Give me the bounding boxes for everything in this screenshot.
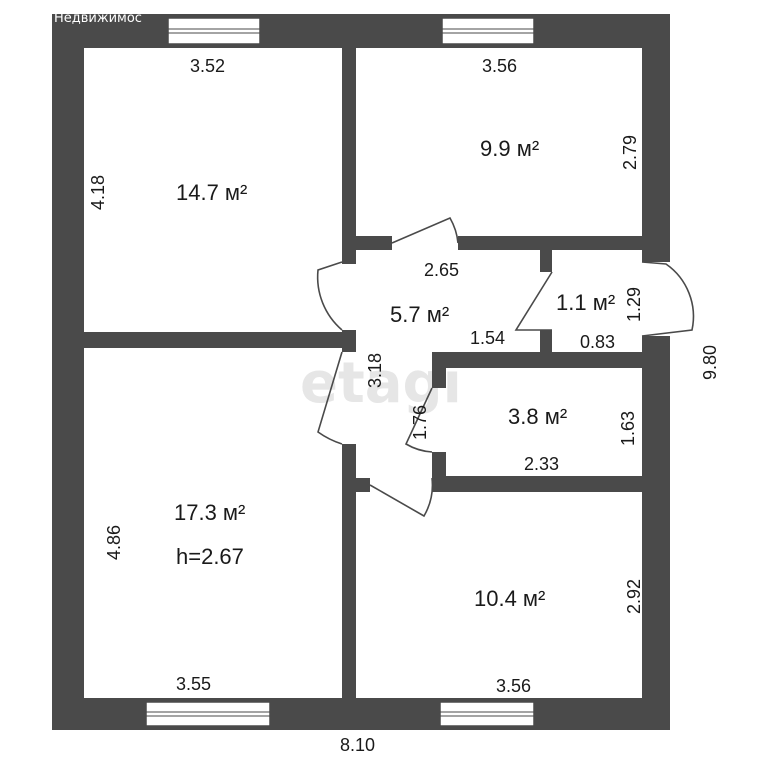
overall-length-label: 9.80 bbox=[700, 345, 720, 380]
depth-label: 4.86 bbox=[104, 525, 124, 560]
depth-label: 2.79 bbox=[620, 135, 640, 170]
area-label: 10.4 м² bbox=[474, 586, 545, 611]
dim-b-label: 1.54 bbox=[470, 328, 505, 348]
door-swings bbox=[316, 216, 695, 518]
width-label: 2.33 bbox=[524, 454, 559, 474]
room-bathroom: 1.1 м² 0.83 1.29 bbox=[556, 287, 644, 352]
dim-c-label: 3.18 bbox=[365, 353, 385, 388]
depth-label: 1.63 bbox=[618, 411, 638, 446]
dim-a-label: 2.65 bbox=[424, 260, 459, 280]
room-storage: 3.8 м² 2.33 1.63 bbox=[508, 404, 638, 474]
wall-left bbox=[52, 14, 84, 730]
window-bottom-left bbox=[145, 701, 271, 727]
depth-label: 1.29 bbox=[624, 287, 644, 322]
area-label: 14.7 м² bbox=[176, 180, 247, 205]
wall-mid-stub bbox=[342, 330, 356, 352]
width-label: 3.56 bbox=[496, 676, 531, 696]
depth-label: 2.92 bbox=[624, 579, 644, 614]
door-bottom-right-room bbox=[369, 477, 434, 518]
door-bathroom-left bbox=[514, 271, 553, 331]
room-bedroom-top-right: 9.9 м² 3.56 2.79 bbox=[480, 56, 640, 170]
wall-top bbox=[52, 14, 670, 48]
wall-left-divider bbox=[84, 332, 342, 348]
window-top-right bbox=[441, 17, 535, 45]
width-label: 3.52 bbox=[190, 56, 225, 76]
area-label: 17.3 м² bbox=[174, 500, 245, 525]
window-top-left bbox=[167, 17, 261, 45]
door-living-room bbox=[317, 351, 343, 445]
wall-right-upper bbox=[642, 14, 670, 262]
wall-bottom bbox=[52, 698, 670, 730]
dim-d-label: 1.76 bbox=[410, 405, 430, 440]
wall-mid-upper bbox=[342, 48, 356, 264]
area-label: 3.8 м² bbox=[508, 404, 567, 429]
wall-hall-top-left bbox=[356, 236, 392, 250]
area-label: 9.9 м² bbox=[480, 136, 539, 161]
interior-walls bbox=[84, 48, 642, 698]
wall-storage-bottom bbox=[432, 476, 642, 492]
wall-bath-left-lower bbox=[540, 330, 552, 352]
overall-width-label: 8.10 bbox=[340, 735, 375, 755]
wall-mid-lower bbox=[342, 444, 356, 698]
width-label: 0.83 bbox=[580, 332, 615, 352]
outer-walls bbox=[52, 14, 670, 730]
window-bottom-right bbox=[439, 701, 535, 727]
door-top-left-room bbox=[316, 261, 343, 331]
room-bedroom-bottom-right: 10.4 м² 3.56 2.92 bbox=[474, 579, 644, 696]
wall-storage-top bbox=[432, 352, 642, 368]
door-bathroom-right bbox=[641, 261, 695, 337]
wall-bottom-right-stub bbox=[356, 478, 370, 492]
area-label: 5.7 м² bbox=[390, 302, 449, 327]
door-storage bbox=[404, 387, 433, 453]
room-hallway: 5.7 м² 2.65 1.54 3.18 1.76 bbox=[365, 260, 505, 440]
width-label: 3.56 bbox=[482, 56, 517, 76]
area-label: 1.1 м² bbox=[556, 290, 615, 315]
wall-right-lower bbox=[642, 336, 670, 730]
wall-storage-left-stub bbox=[432, 352, 446, 388]
wall-bath-left-upper bbox=[540, 250, 552, 272]
width-label: 3.55 bbox=[176, 674, 211, 694]
source-label: Недвижимос bbox=[54, 11, 142, 26]
room-living-room: 17.3 м² h=2.67 3.55 4.86 bbox=[104, 500, 245, 694]
ceiling-height-label: h=2.67 bbox=[176, 544, 244, 569]
wall-storage-left-lower bbox=[432, 452, 446, 478]
door-top-right-room bbox=[391, 216, 459, 244]
room-bedroom-top-left: 14.7 м² 3.52 4.18 bbox=[88, 56, 247, 210]
wall-hall-top-right bbox=[458, 236, 642, 250]
depth-label: 4.18 bbox=[88, 175, 108, 210]
